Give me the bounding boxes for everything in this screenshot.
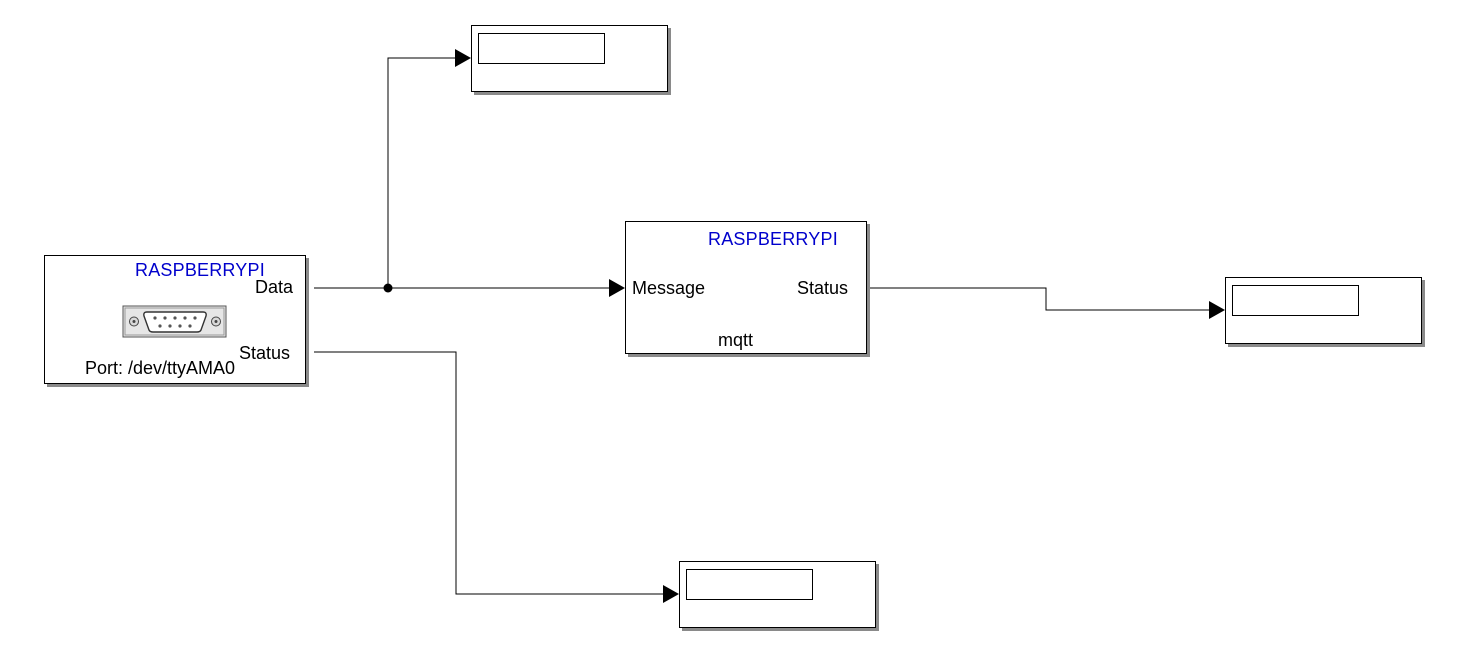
serial-status-port-label: Status xyxy=(239,343,291,363)
display-block-top[interactable] xyxy=(471,25,668,92)
branch-point xyxy=(383,283,393,293)
mqtt-caption: mqtt xyxy=(718,330,754,350)
mqtt-status-port-label: Status xyxy=(797,278,849,298)
serial-data-port-label: Data xyxy=(255,277,294,297)
arrow-to-display-bottom xyxy=(663,585,679,603)
arrow-to-display-right xyxy=(1209,301,1225,319)
display-block-bottom[interactable] xyxy=(679,561,876,628)
line-status-to-display-bottom xyxy=(314,351,664,595)
serial-port-icon xyxy=(122,305,227,338)
serial-port-caption: Port: /dev/ttyAMA0 xyxy=(85,358,236,378)
arrow-to-display-top xyxy=(455,49,471,67)
line-branch-to-display-top xyxy=(387,57,456,288)
mqtt-publish-block[interactable]: RASPBERRYPI Message Status mqtt xyxy=(625,221,867,354)
display-value-field xyxy=(478,33,605,64)
line-mqtt-status-to-display-right xyxy=(867,287,1210,311)
display-block-right[interactable] xyxy=(1225,277,1422,344)
mqtt-message-port-label: Message xyxy=(632,278,706,298)
serial-block-brand: RASPBERRYPI xyxy=(135,260,265,280)
mqtt-block-brand: RASPBERRYPI xyxy=(708,229,838,249)
display-value-field xyxy=(686,569,813,600)
display-value-field xyxy=(1232,285,1359,316)
serial-receive-block[interactable]: RASPBERRYPI Data Status Port: /dev/ttyAM… xyxy=(44,255,306,384)
arrow-to-mqtt-message xyxy=(609,279,625,297)
